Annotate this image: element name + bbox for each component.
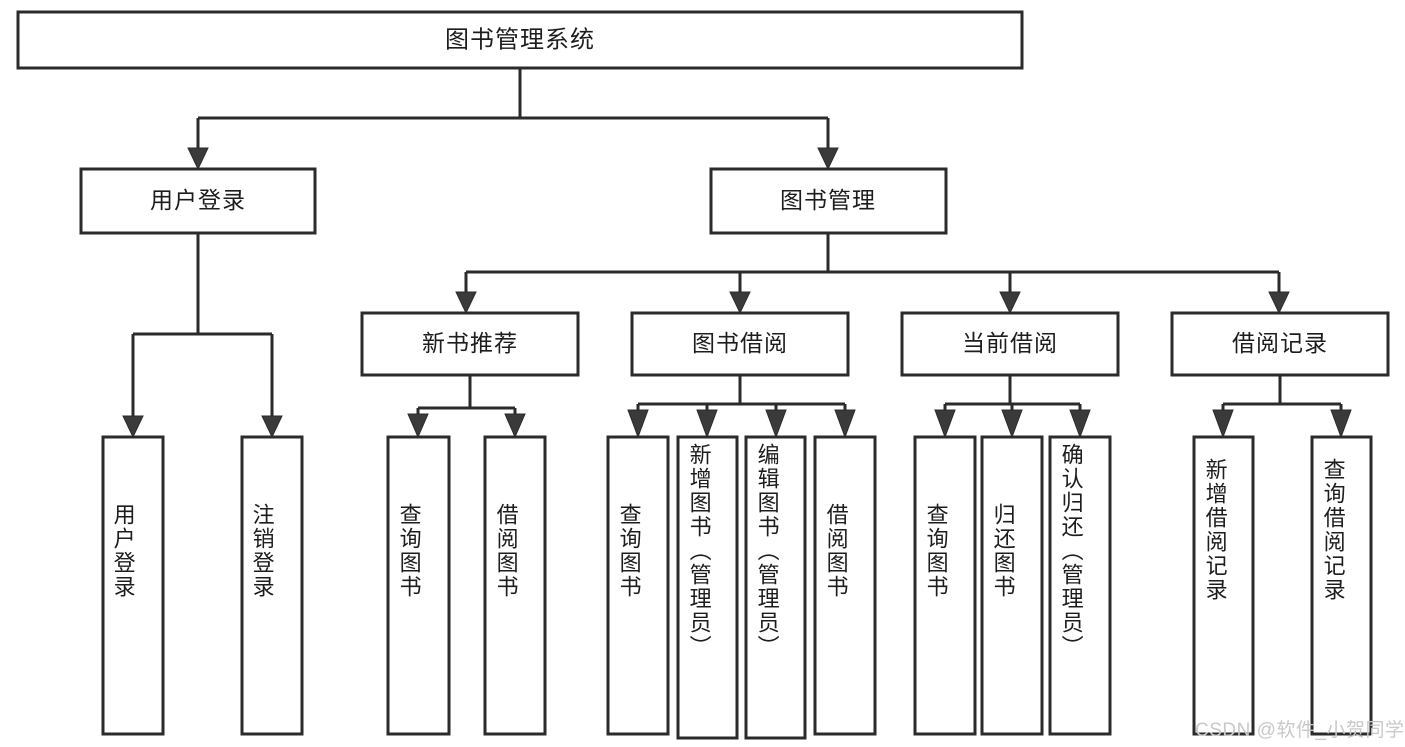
connector-group-root [187,68,839,171]
arrow-head-cb-leaf-2 [1001,409,1023,439]
arrow-head-bb-leaf-1 [627,409,649,439]
arrow-head-br-leaf-1 [1212,409,1234,439]
node-box-leaf-cb-confirm-return[interactable] [1048,435,1112,736]
node-box-current-borrow[interactable] [900,311,1120,377]
arrow-head-current-borrow [999,291,1021,315]
connector-group-new-book [407,375,526,439]
arrow-head-nb-leaf-1 [407,413,429,439]
arrow-head-bb-leaf-2 [696,409,718,439]
node-box-leaf-bb-edit-book[interactable] [744,435,807,740]
arrow-head-cb-leaf-1 [934,409,956,439]
node-box-leaf-nb-borrow-book[interactable] [483,435,547,736]
node-box-new-book-recommend[interactable] [360,311,580,377]
connector-group-current-borrow [934,375,1091,439]
node-box-leaf-logout[interactable] [240,435,304,736]
connector-group-user-login [122,233,283,439]
arrow-head-leaf-user-login [122,415,144,439]
connector-group-book-manage [455,233,1290,315]
node-label-book-manage: 图书管理 [780,187,876,213]
arrow-head-book-borrow [729,291,751,315]
node-label-borrow-record: 借阅记录 [1232,330,1328,356]
node-box-book-manage[interactable] [709,167,948,235]
csdn-watermark: CSDN @软件_小贺同学 [1195,720,1405,741]
arrow-head-bb-leaf-4 [834,409,856,439]
node-label-current-borrow: 当前借阅 [962,330,1058,356]
node-box-book-borrow[interactable] [630,311,850,377]
node-box-leaf-bb-borrow-book[interactable] [813,435,877,736]
arrow-head-book-manage [817,147,839,171]
connector-group-book-borrow [627,375,856,439]
node-box-leaf-br-query-record[interactable] [1310,435,1373,736]
connector-group-borrow-record [1212,375,1352,439]
arrow-head-br-leaf-2 [1330,409,1352,439]
node-box-leaf-user-login[interactable] [101,435,165,736]
arrow-head-bb-leaf-3 [765,409,787,439]
node-box-borrow-record[interactable] [1170,311,1390,377]
node-label-system-title: 图书管理系统 [445,26,595,53]
arrow-head-leaf-logout [261,415,283,439]
arrow-head-cb-leaf-3 [1069,409,1091,439]
node-label-user-login: 用户登录 [150,187,246,213]
arrow-head-user-login [187,147,209,171]
node-box-system-title[interactable] [16,10,1024,70]
arrow-head-borrow-record [1268,291,1290,315]
node-box-leaf-nb-query-book[interactable] [386,435,451,736]
node-box-leaf-bb-add-book[interactable] [676,435,739,740]
node-label-book-borrow: 图书借阅 [692,330,788,356]
node-box-leaf-bb-query-book[interactable] [606,435,670,736]
node-label-new-book-recommend: 新书推荐 [422,330,518,356]
node-box-leaf-cb-return-book[interactable] [980,435,1044,736]
arrow-head-nb-leaf-2 [504,413,526,439]
node-box-leaf-br-add-record[interactable] [1192,435,1255,736]
arrow-head-new-book [455,291,477,315]
node-box-leaf-cb-query-book[interactable] [913,435,977,736]
node-box-user-login[interactable] [79,167,317,235]
